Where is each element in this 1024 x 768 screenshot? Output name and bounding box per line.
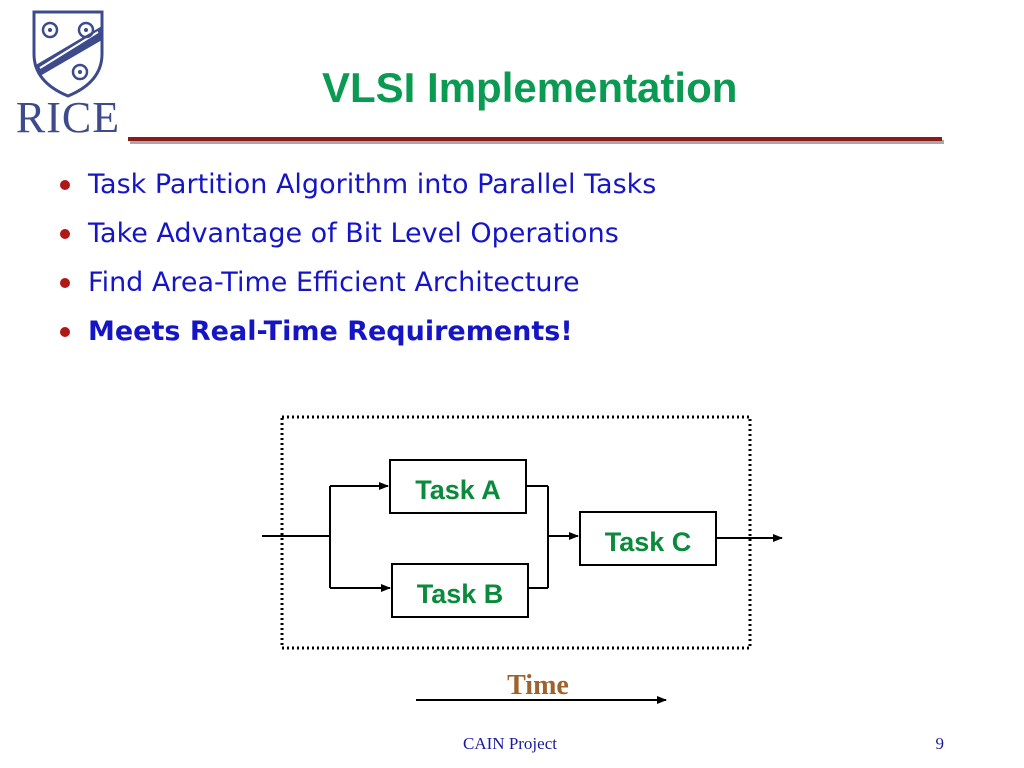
bullet-list: Task Partition Algorithm into Parallel T…: [60, 166, 656, 362]
bullet-text: Find Area-Time Efficient Architecture: [88, 267, 580, 298]
bullet-item: Task Partition Algorithm into Parallel T…: [60, 166, 656, 215]
bullet-dot-icon: [60, 180, 70, 190]
task-a-box: Task A: [389, 459, 527, 514]
task-c-label: Task C: [605, 527, 692, 557]
task-b-label: Task B: [417, 579, 504, 609]
rice-shield-icon: [32, 10, 104, 98]
footer-project: CAIN Project: [463, 734, 557, 753]
logo-wordmark: RICE: [15, 93, 121, 142]
page-number: 9: [935, 734, 945, 753]
bullet-item: Find Area-Time Efficient Architecture: [60, 264, 656, 313]
bullet-dot-icon: [60, 327, 70, 337]
task-c-box: Task C: [579, 511, 717, 566]
task-b-box: Task B: [391, 563, 529, 618]
bullet-text: Take Advantage of Bit Level Operations: [88, 218, 619, 249]
bullet-text: Meets Real-Time Requirements!: [88, 316, 573, 347]
bullet-text: Task Partition Algorithm into Parallel T…: [88, 169, 657, 200]
slide-title: VLSI Implementation: [322, 64, 738, 111]
time-label: Time: [507, 670, 569, 701]
task-a-label: Task A: [415, 475, 501, 505]
title-divider: [128, 137, 942, 141]
bullet-dot-icon: [60, 278, 70, 288]
bullet-item: Meets Real-Time Requirements!: [60, 313, 656, 362]
bullet-item: Take Advantage of Bit Level Operations: [60, 215, 656, 264]
rice-logo: RICE: [10, 8, 126, 140]
bullet-dot-icon: [60, 229, 70, 239]
